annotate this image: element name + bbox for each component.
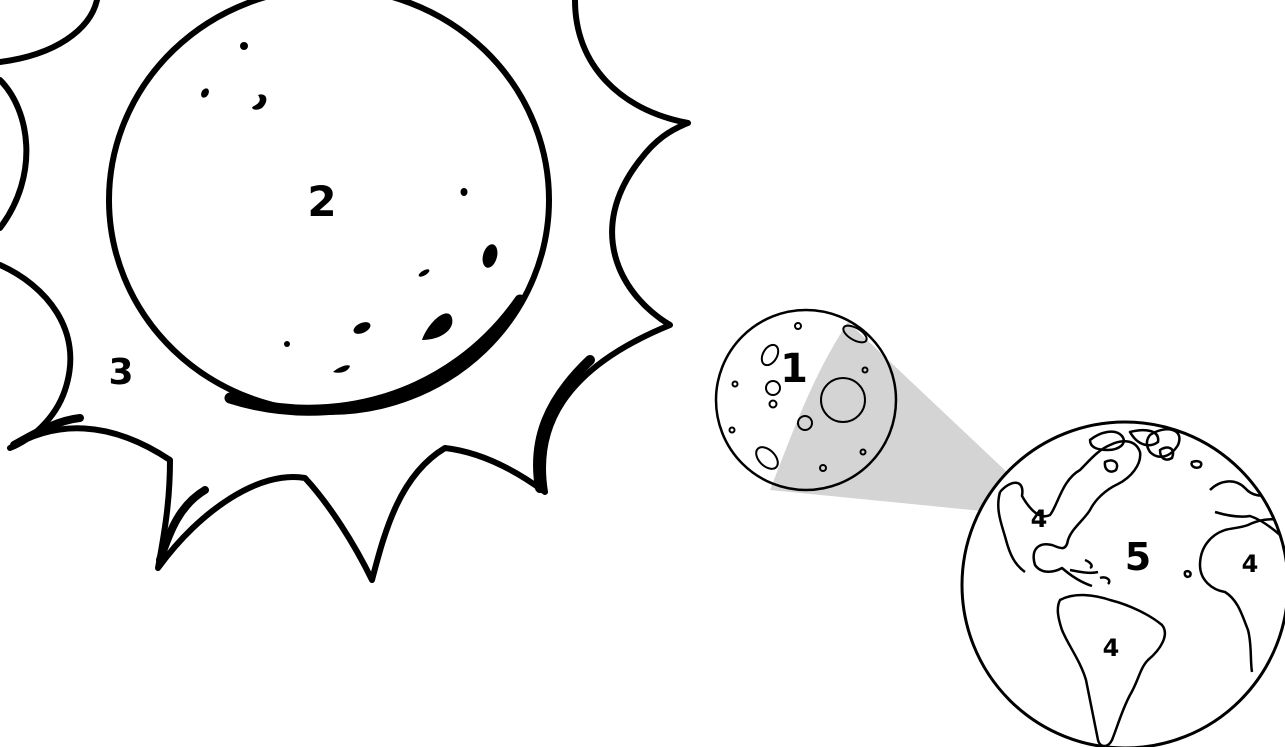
label-sun-rays: 3 [108,352,133,393]
moon-crater [770,401,777,408]
label-sun-core: 2 [307,177,336,226]
label-moon: 1 [780,346,808,392]
label-africa: 4 [1242,550,1259,578]
sunspot [284,341,290,347]
moon-crater [758,342,781,368]
moon-crater [733,382,738,387]
earth-globe [962,422,1285,747]
label-south-america: 4 [1103,634,1120,662]
label-ocean: 5 [1125,535,1151,579]
moon-crater [766,381,780,395]
earth: 5 4 4 4 [962,422,1285,747]
moon-crater [795,323,801,329]
sun: 2 3 [0,0,688,580]
label-north-america: 4 [1031,505,1048,533]
sunspot [240,42,248,50]
moon-crater [752,443,782,473]
sunspot [461,188,468,196]
moon-crater [730,428,735,433]
